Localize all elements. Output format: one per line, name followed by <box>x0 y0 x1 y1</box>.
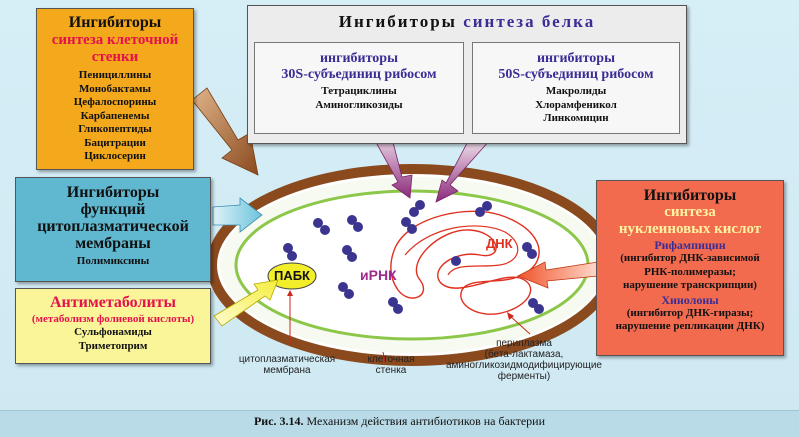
nucleic-line3: нуклеиновых кислот <box>618 221 762 237</box>
nucleic-rif: Рифампицин <box>654 238 726 252</box>
mrna-label: иРНК <box>360 267 397 283</box>
membrane-label-line: мембрана <box>263 365 311 376</box>
membrane-arrow <box>212 197 263 233</box>
wall-label-line: клеточная <box>367 354 415 365</box>
figure-number: Рис. 3.14. <box>253 414 304 428</box>
antimetabolites-box: Антиметаболиты (метаболизм фолиевой кисл… <box>15 288 211 364</box>
antimetab-subtitle: (метаболизм фолиевой кислоты) <box>31 313 195 325</box>
30s-item: Аминогликозиды <box>315 98 403 111</box>
30s-item: Тетрациклины <box>321 85 397 97</box>
dna-strand <box>390 210 540 315</box>
periplasm-label-line: периплазма <box>496 338 552 349</box>
30s-box: ингибиторы 30S-субъединиц рибосом Тетрац… <box>254 42 464 134</box>
membrane-line3: цитоплазматической <box>37 218 189 235</box>
membrane-item: Полимиксины <box>76 255 150 267</box>
30s-line2: 30S-субъединиц рибосом <box>281 67 437 82</box>
cell-wall-subtitle: синтеза клеточной стенки <box>51 32 179 65</box>
membrane-line2: функций <box>80 201 146 218</box>
50s-line1: ингибиторы <box>536 51 616 66</box>
nucleic-inhibitors-box: Ингибиторы синтеза нуклеиновых кислот Ри… <box>596 180 784 356</box>
periplasm-pointer-label: периплазма (бета-лактамаза, аминогликози… <box>436 338 612 382</box>
nucleic-rif-desc: (ингибитор ДНК-зависимой <box>620 252 760 264</box>
protein-title-part1: Ингибиторы <box>338 12 457 31</box>
membrane-line4: мембраны <box>75 235 151 252</box>
membrane-line1: Ингибиторы <box>66 184 160 201</box>
50s-item: Хлорамфеникол <box>535 98 617 111</box>
nucleic-line1: Ингибиторы <box>643 187 737 204</box>
protein-inhibitors-box: Ингибиторы синтеза белка ингибиторы 30S-… <box>247 5 687 144</box>
caption-bar <box>0 410 799 437</box>
periplasm-label-line: ферменты) <box>497 371 551 382</box>
antimetab-item: Триметоприм <box>78 339 148 352</box>
cell-wall-item: Циклосерин <box>84 150 146 162</box>
cell-wall-item: Гликопептиды <box>78 123 152 135</box>
50s-box: ингибиторы 50S-субъединиц рибосом Макрол… <box>472 42 680 134</box>
cell-wall-item: Монобактамы <box>78 82 152 95</box>
cell-wall-item: Карбапенемы <box>80 109 150 122</box>
antimetab-title: Антиметаболиты <box>49 294 177 311</box>
pabk-label: ПАБК <box>273 268 310 283</box>
50s-arrow <box>435 129 491 203</box>
pabk-ellipse <box>267 262 317 290</box>
membrane-inhibitors-box: Ингибиторы функций цитоплазматической ме… <box>15 177 211 282</box>
periplasm-label-line: (бета-лактамаза, <box>484 349 564 360</box>
nucleic-quin-desc: (ингибитор ДНК-гиразы; <box>626 306 754 319</box>
nucleic-quin: Хинолоны <box>661 292 719 307</box>
dna-label: ДНК <box>486 236 513 251</box>
cell-wall-item: Бацитрации <box>84 136 146 149</box>
protein-title-part2: синтеза белка <box>463 12 596 31</box>
50s-line2: 50S-субъединиц рибосом <box>498 67 654 82</box>
figure-caption-text: Механизм действия антибиотиков на бактер… <box>306 414 546 428</box>
figure-caption: Рис. 3.14. Механизм действия антибиотико… <box>0 414 799 429</box>
antimetab-arrow <box>213 279 279 327</box>
nucleic-arrow <box>517 261 599 289</box>
protein-title: Ингибиторы синтеза белка <box>248 12 686 32</box>
cell-wall-title: Ингибиторы <box>68 14 162 31</box>
wall-label-line: стенка <box>375 365 407 376</box>
membrane-pointer-label: цитоплазматическая мембрана <box>222 354 352 376</box>
cell-wall-item: Цефалоспорины <box>73 96 157 108</box>
nucleic-rif-desc: нарушение транскрипции) <box>623 279 757 291</box>
antimetab-item: Сульфонамиды <box>74 326 152 338</box>
cell-wall-item: Пенициллины <box>78 69 152 81</box>
ribosomes <box>283 200 544 314</box>
nucleic-quin-desc: нарушение репликации ДНК) <box>615 320 765 332</box>
nucleic-rif-desc: РНК-полимеразы; <box>644 265 736 278</box>
periplasm-label-line: аминогликозидмодифицирующие <box>446 360 602 371</box>
cell-wall-inhibitors-box: Ингибиторы синтеза клеточной стенки Пени… <box>36 8 194 170</box>
50s-item: Линкомицин <box>543 112 609 124</box>
50s-item: Макролиды <box>545 85 607 97</box>
cell-wall-arrow <box>191 87 259 176</box>
nucleic-line2: синтеза <box>664 204 716 220</box>
wall-pointer-label: клеточная стенка <box>356 354 426 376</box>
30s-line1: ингибиторы <box>319 51 399 66</box>
membrane-label-line: цитоплазматическая <box>238 354 336 365</box>
